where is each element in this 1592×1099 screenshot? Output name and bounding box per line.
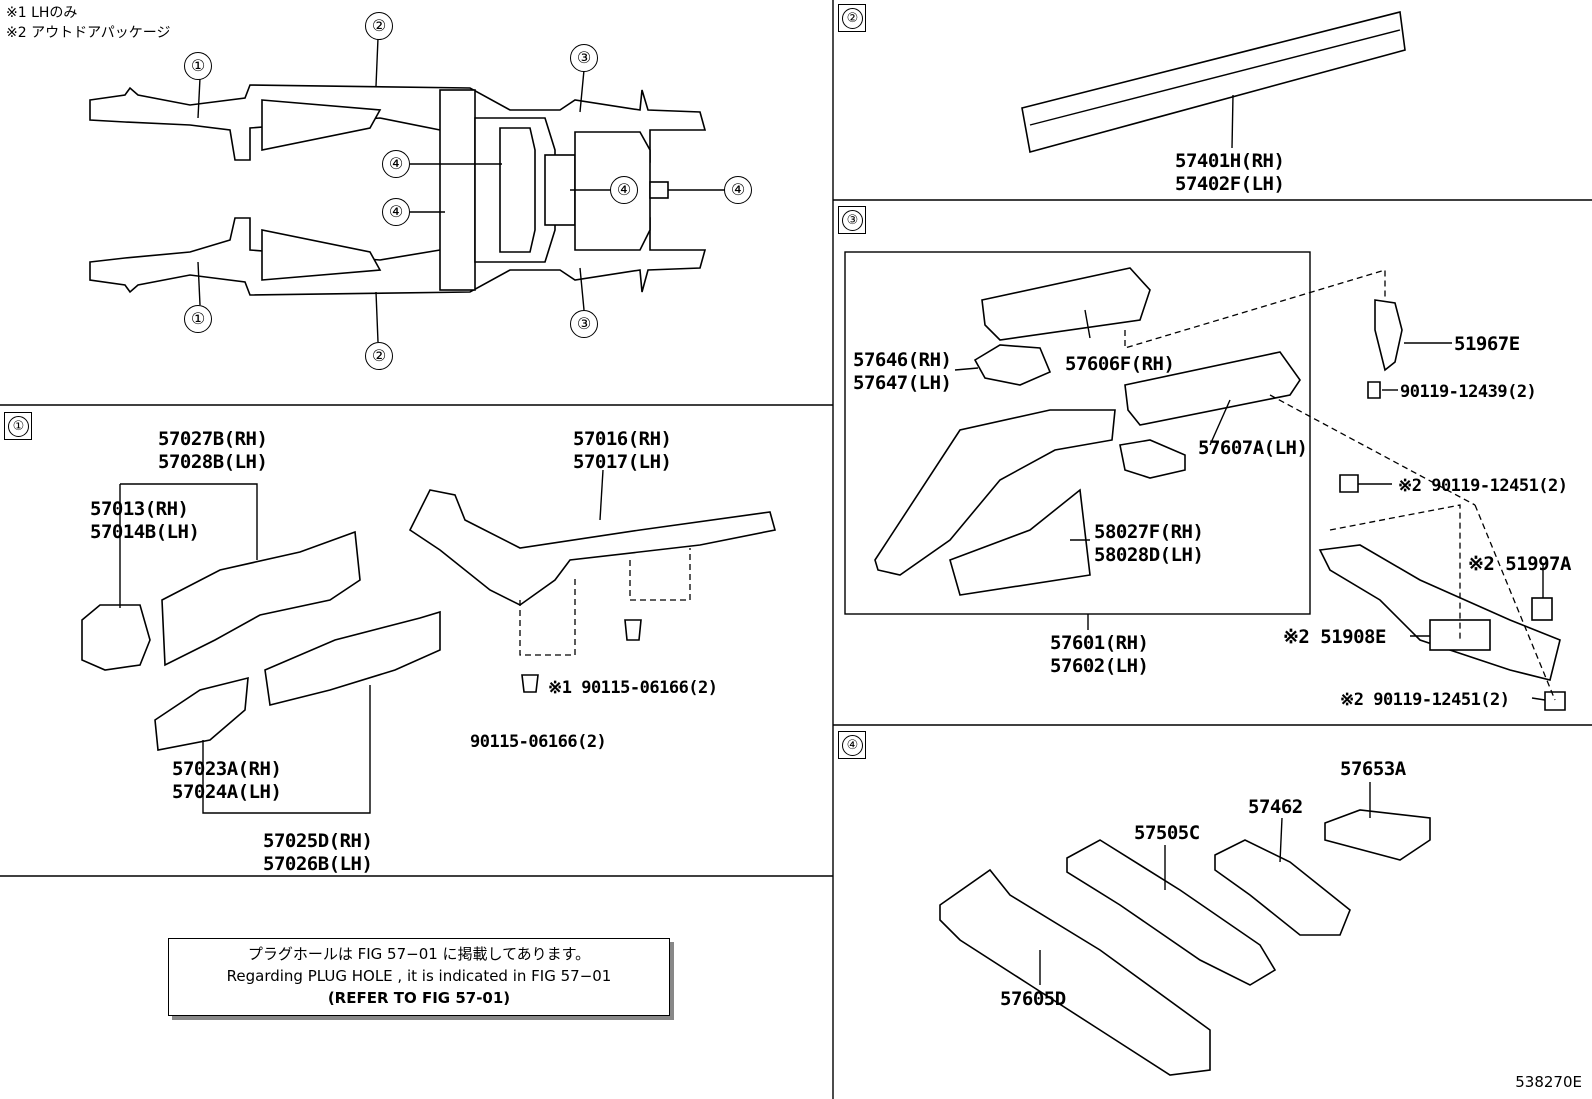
- note-outdoor-package: ※2 アウトドアパッケージ: [6, 25, 171, 41]
- overview-callout-4-d: ④: [724, 176, 752, 204]
- part-label-57028b-lh[interactable]: 57028B(LH): [158, 451, 268, 473]
- part-label-57401h-rh[interactable]: 57401H(RH): [1175, 150, 1285, 172]
- overview-callout-1-upper: ①: [184, 52, 212, 80]
- plug-note-japanese: プラグホールは FIG 57−01 に掲載してあります。: [247, 945, 591, 963]
- part-label-57607a-lh[interactable]: 57607A(LH): [1198, 437, 1308, 459]
- section1-artwork: [81, 469, 777, 814]
- part-label-57601-rh[interactable]: 57601(RH): [1050, 632, 1149, 654]
- overview-callout-4-a: ④: [382, 150, 410, 178]
- part-label-bolt-90119-12439[interactable]: 90119-12439(2): [1400, 382, 1537, 402]
- section4-artwork: [939, 782, 1431, 1076]
- part-label-57027b-rh[interactable]: 57027B(RH): [158, 428, 268, 450]
- part-label-bolt-90119-12451-lower[interactable]: ※2 90119-12451(2): [1340, 690, 1510, 710]
- section2-artwork: [1021, 11, 1406, 154]
- part-label-51997a[interactable]: ※2 51997A: [1468, 553, 1571, 575]
- plug-note-refer: (REFER TO FIG 57-01): [327, 989, 511, 1007]
- part-label-57602-lh[interactable]: 57602(LH): [1050, 655, 1149, 677]
- part-label-57024a-lh[interactable]: 57024A(LH): [172, 781, 282, 803]
- part-label-57023a-rh[interactable]: 57023A(RH): [172, 758, 282, 780]
- part-label-51908e[interactable]: ※2 51908E: [1283, 626, 1386, 648]
- note-lh-only: ※1 LHのみ: [6, 5, 78, 21]
- part-label-bolt-90115-06166-lh-only[interactable]: ※1 90115-06166(2): [548, 678, 718, 698]
- part-label-57026b-lh[interactable]: 57026B(LH): [263, 853, 373, 875]
- part-label-57016-rh[interactable]: 57016(RH): [573, 428, 672, 450]
- part-label-57462[interactable]: 57462: [1248, 796, 1303, 818]
- plug-note-english: Regarding PLUG HOLE , it is indicated in…: [226, 967, 612, 985]
- overview-callout-2-lower: ②: [365, 342, 393, 370]
- part-label-51967e[interactable]: 51967E: [1454, 333, 1520, 355]
- part-label-bolt-90119-12451-upper[interactable]: ※2 90119-12451(2): [1398, 476, 1568, 496]
- plug-hole-note: プラグホールは FIG 57−01 に掲載してあります。 Regarding P…: [168, 938, 670, 1016]
- overview-callout-2-upper: ②: [365, 12, 393, 40]
- section-3-marker: ③: [838, 206, 866, 234]
- part-label-58028d-lh[interactable]: 58028D(LH): [1094, 544, 1204, 566]
- part-label-57606f-rh[interactable]: 57606F(RH): [1065, 353, 1175, 375]
- part-label-57014b-lh[interactable]: 57014B(LH): [90, 521, 200, 543]
- section3-subassembly-box: [844, 251, 1311, 615]
- part-label-57402f-lh[interactable]: 57402F(LH): [1175, 173, 1285, 195]
- part-label-57653a[interactable]: 57653A: [1340, 758, 1406, 780]
- section-4-marker: ④: [838, 731, 866, 759]
- part-label-57017-lh[interactable]: 57017(LH): [573, 451, 672, 473]
- overview-callout-4-b: ④: [382, 198, 410, 226]
- figure-reference-number: 538270E: [1515, 1073, 1582, 1091]
- part-label-57647-lh[interactable]: 57647(LH): [853, 372, 952, 394]
- part-label-57013-rh[interactable]: 57013(RH): [90, 498, 189, 520]
- section-2-marker: ②: [838, 4, 866, 32]
- overview-callout-1-lower: ①: [184, 305, 212, 333]
- part-label-58027f-rh[interactable]: 58027F(RH): [1094, 521, 1204, 543]
- section3-artwork: [874, 267, 1566, 711]
- part-label-57605d[interactable]: 57605D: [1000, 988, 1066, 1010]
- part-label-57025d-rh[interactable]: 57025D(RH): [263, 830, 373, 852]
- overview-callout-3-upper: ③: [570, 44, 598, 72]
- part-label-bolt-90115-06166[interactable]: 90115-06166(2): [470, 732, 607, 752]
- section-1-marker: ①: [4, 412, 32, 440]
- overview-callout-4-c: ④: [610, 176, 638, 204]
- part-label-57505c[interactable]: 57505C: [1134, 822, 1200, 844]
- part-label-57646-rh[interactable]: 57646(RH): [853, 349, 952, 371]
- overview-callout-3-lower: ③: [570, 310, 598, 338]
- frame-overview: [89, 37, 726, 343]
